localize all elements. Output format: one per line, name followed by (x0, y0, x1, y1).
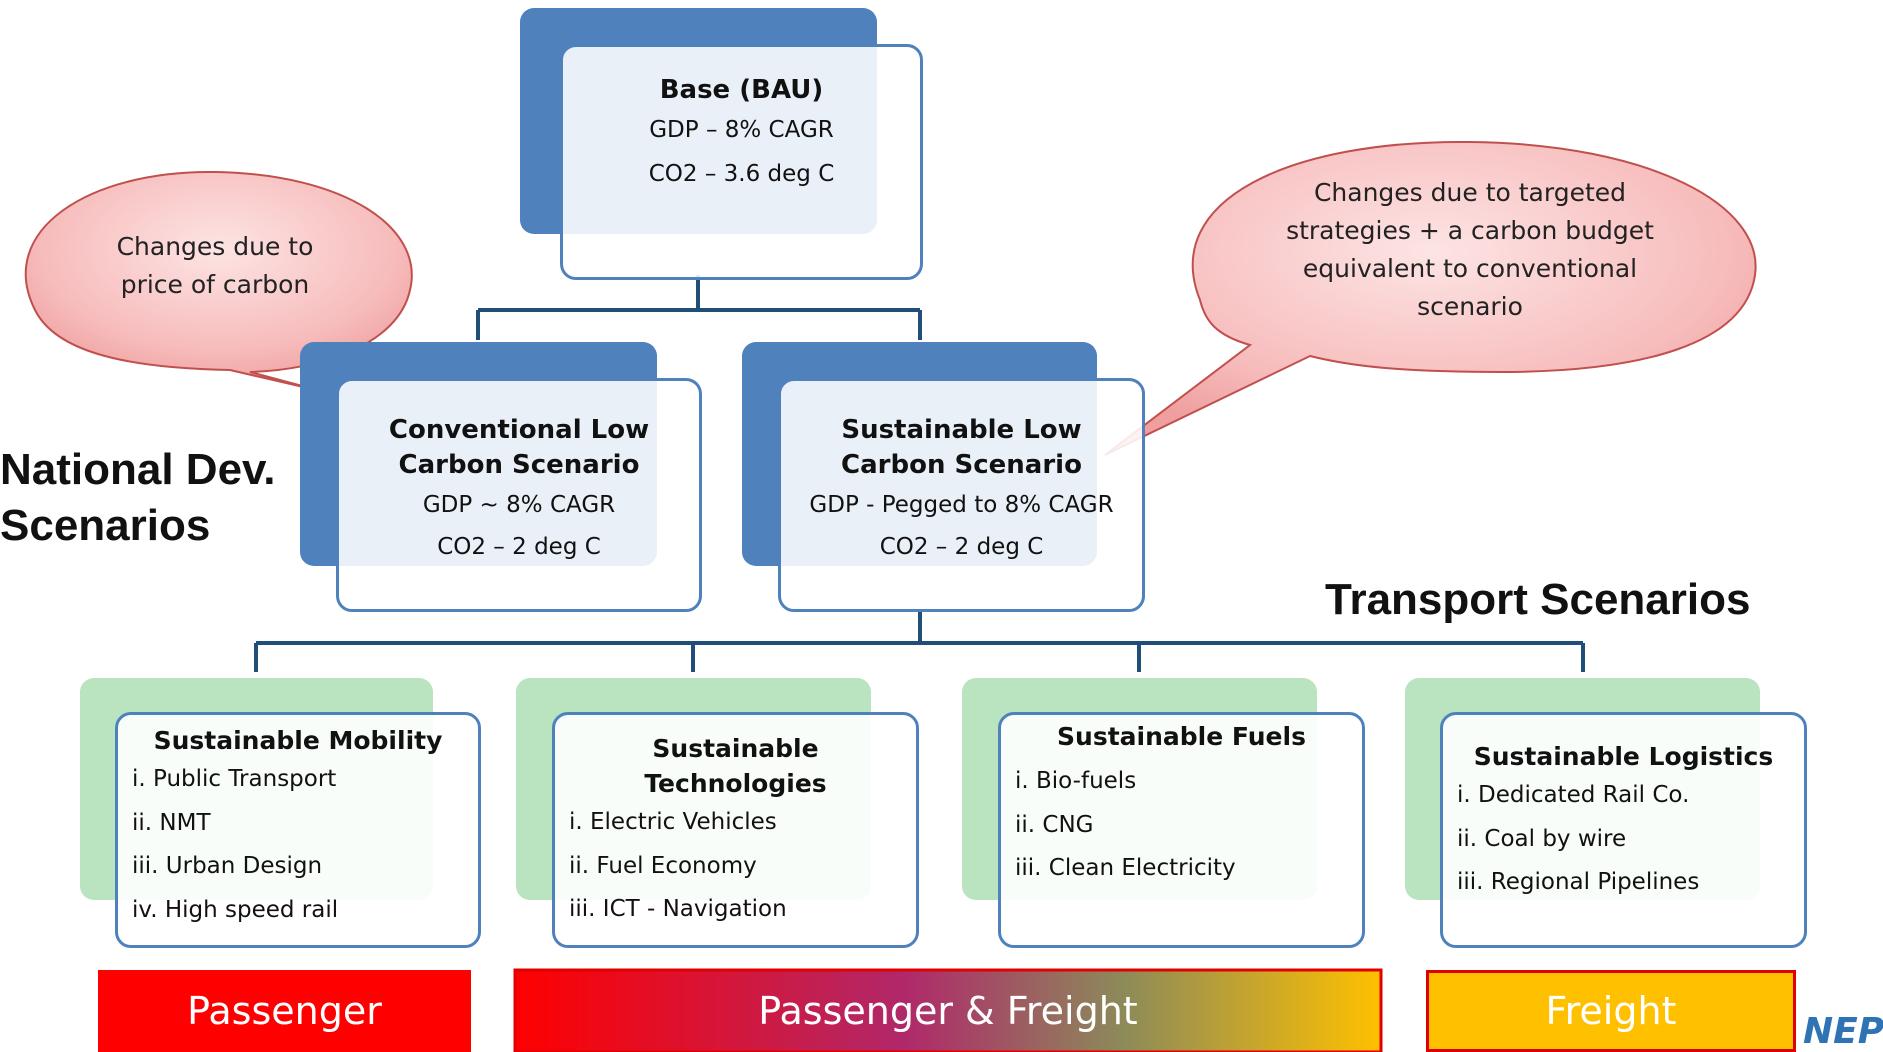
mobility-item: i. Public Transport (132, 766, 337, 792)
bubble-right (1104, 140, 1757, 456)
logistics-title: Sustainable Logistics (1473, 742, 1774, 771)
conventional-box: Conventional Low Carbon Scenario GDP ~ 8… (336, 378, 702, 612)
sustainable-title: Sustainable Low Carbon Scenario (841, 415, 1082, 480)
fuels-title: Sustainable Fuels (1057, 722, 1306, 751)
bubble-right-text: Changes due to targeted strategies + a c… (1286, 178, 1654, 321)
bar-freight: Freight (1426, 970, 1796, 1052)
conventional-gdp: GDP ~ 8% CAGR (422, 492, 616, 518)
fuels-item: i. Bio-fuels (1015, 768, 1137, 794)
logistics-item: iii. Regional Pipelines (1457, 869, 1700, 895)
bubble-left-text: Changes due to price of carbon (116, 232, 314, 299)
base-title: Base (BAU) (659, 75, 824, 105)
conventional-title: Conventional Low Carbon Scenario (388, 415, 650, 480)
mobility-box: Sustainable Mobility i. Public Transport… (115, 712, 481, 948)
bar-both-fill (513, 968, 1383, 1052)
fuels-item: ii. CNG (1015, 811, 1094, 838)
mobility-title: Sustainable Mobility (153, 726, 443, 755)
fuels-box: Sustainable Fuels i. Bio-fuels ii. CNG i… (998, 712, 1365, 948)
national-dev-label: National Dev. Scenarios (0, 445, 276, 550)
sustainable-gdp: GDP - Pegged to 8% CAGR (809, 492, 1114, 518)
bubble-left (24, 170, 413, 393)
sustainable-co2: CO2 – 2 deg C (879, 534, 1044, 560)
base-box: Base (BAU) GDP – 8% CAGR CO2 – 3.6 deg C (560, 44, 923, 280)
bar-passenger: Passenger (98, 970, 471, 1052)
connector-top (476, 275, 922, 340)
connector-bottom (254, 610, 1585, 672)
logistics-item: ii. Coal by wire (1457, 825, 1627, 852)
conventional-co2: CO2 – 2 deg C (437, 534, 601, 560)
technologies-item: ii. Fuel Economy (569, 852, 757, 879)
technologies-item: iii. ICT - Navigation (569, 896, 787, 922)
technologies-box: Sustainable Technologies i. Electric Veh… (552, 712, 919, 948)
logistics-item: i. Dedicated Rail Co. (1457, 782, 1690, 808)
corner-logo: NEP (1803, 1011, 1883, 1052)
base-co2: CO2 – 3.6 deg C (648, 161, 835, 187)
mobility-item: iii. Urban Design (132, 853, 323, 879)
logistics-box: Sustainable Logistics i. Dedicated Rail … (1440, 712, 1807, 948)
mobility-item: ii. NMT (132, 809, 211, 836)
base-gdp: GDP – 8% CAGR (649, 117, 834, 143)
transport-scenarios-label: Transport Scenarios (1325, 575, 1751, 624)
sustainable-box: Sustainable Low Carbon Scenario GDP - Pe… (778, 378, 1145, 612)
technologies-item: i. Electric Vehicles (569, 809, 777, 835)
mobility-item: iv. High speed rail (132, 896, 339, 923)
bar-passenger-freight: Passenger & Freight (758, 989, 1138, 1033)
fuels-item: iii. Clean Electricity (1015, 855, 1236, 881)
technologies-title: Sustainable Technologies (644, 734, 827, 798)
